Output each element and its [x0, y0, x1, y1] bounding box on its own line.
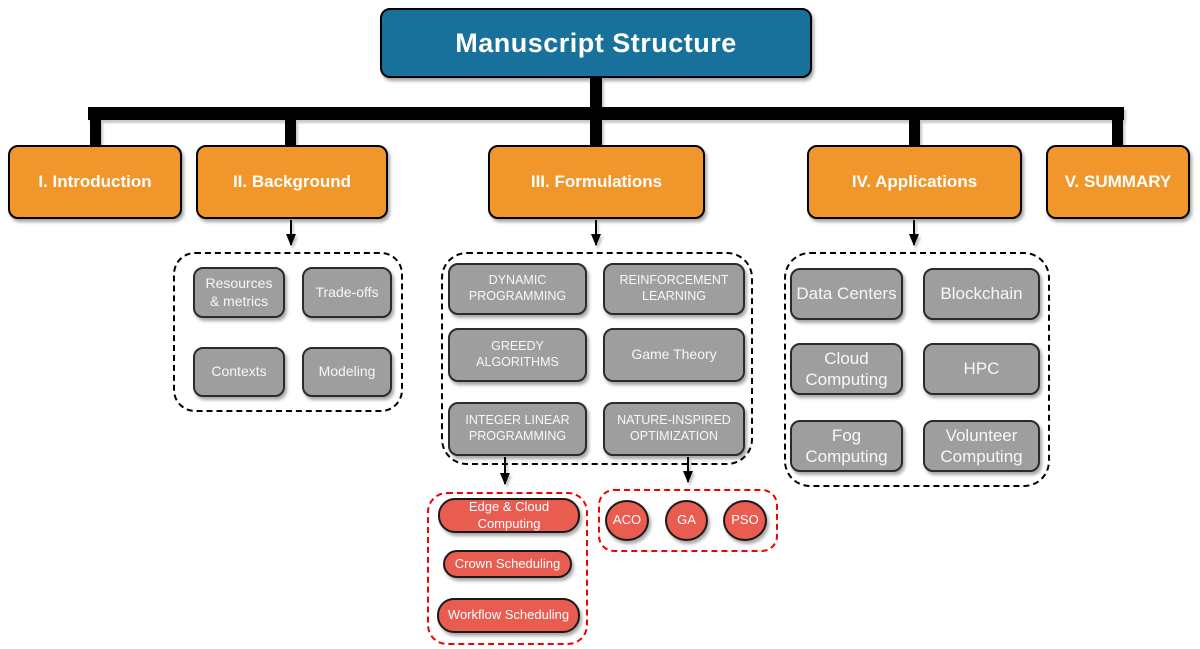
node-cloud-computing: Cloud Computing	[790, 343, 903, 395]
detail-arrows	[286, 220, 919, 485]
node-manuscript-structure: Manuscript Structure	[380, 8, 812, 78]
node-applications: IV. Applications	[807, 145, 1022, 219]
node-ga: GA	[665, 500, 708, 541]
node-formulations: III. Formulations	[488, 145, 705, 219]
node-hpc: HPC	[923, 343, 1040, 395]
node-resources-metrics: Resources & metrics	[193, 267, 285, 318]
container-background-topics	[173, 252, 403, 412]
container-ilp-examples	[427, 492, 588, 645]
container-application-topics	[784, 252, 1050, 487]
node-game-theory: Game Theory	[603, 328, 745, 382]
node-nature-inspired-optimization: NATURE-INSPIRED OPTIMIZATION	[603, 402, 745, 456]
node-dynamic-programming: DYNAMIC PROGRAMMING	[448, 263, 587, 315]
node-integer-linear-programming: INTEGER LINEAR PROGRAMMING	[448, 402, 587, 456]
node-crown-scheduling: Crown Scheduling	[443, 550, 572, 578]
node-background: II. Background	[196, 145, 388, 219]
node-greedy-algorithms: GREEDY ALGORITHMS	[448, 328, 587, 382]
node-introduction: I. Introduction	[8, 145, 182, 219]
node-aco: ACO	[605, 500, 649, 541]
node-edge-cloud-computing: Edge & Cloud Computing	[438, 498, 580, 533]
tree-trunk-lines	[88, 78, 1124, 146]
node-volunteer-computing: Volunteer Computing	[923, 420, 1040, 472]
node-blockchain: Blockchain	[923, 268, 1040, 320]
node-data-centers: Data Centers	[790, 268, 903, 320]
node-reinforcement-learning: REINFORCEMENT LEARNING	[603, 263, 745, 315]
node-workflow-scheduling: Workflow Scheduling	[437, 598, 580, 633]
node-contexts: Contexts	[193, 347, 285, 397]
node-fog-computing: Fog Computing	[790, 420, 903, 472]
container-nature-inspired-algorithms	[598, 489, 778, 552]
node-pso: PSO	[723, 500, 767, 541]
node-modeling: Modeling	[302, 347, 392, 397]
node-trade-offs: Trade-offs	[302, 267, 392, 318]
node-summary: V. SUMMARY	[1046, 145, 1190, 219]
container-formulation-topics	[441, 252, 753, 465]
